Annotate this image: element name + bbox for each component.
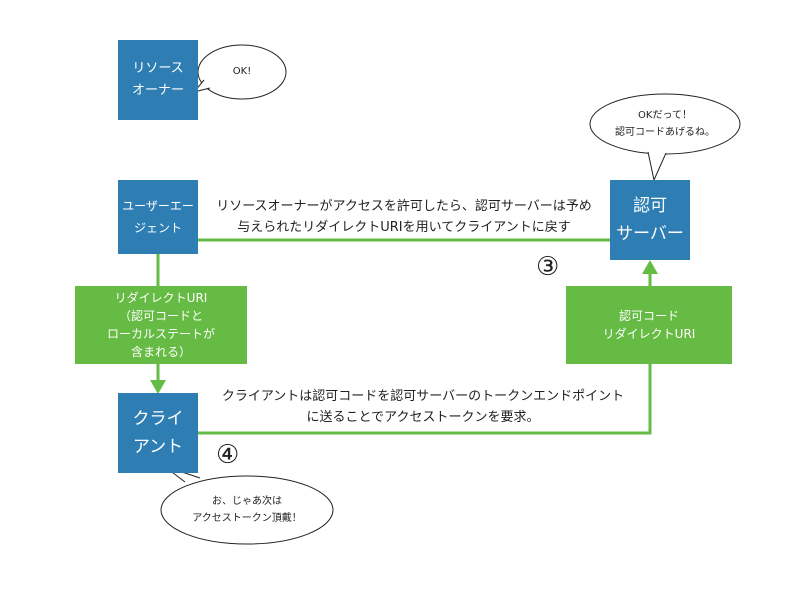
auth-server-box: 認可 サーバー xyxy=(610,180,690,260)
bubble-auth-server-text: OKだって！ 認可コードあげるね。 xyxy=(615,110,715,138)
redirect-message: リソースオーナーがアクセスを許可したら、認可サーバーは予め 与えられたリダイレク… xyxy=(216,199,592,235)
client-box: クライ アント xyxy=(118,393,198,473)
bubble-client-text: お、じゃあ次は アクセストークン頂戴！ xyxy=(192,496,302,524)
redirect-params-box: リダイレクトURI （認可コードと ローカルステートが 含まれる） xyxy=(75,286,247,364)
bubble-resource-owner-shape xyxy=(192,44,287,100)
step-3-marker: ③ xyxy=(536,252,560,282)
bubble-resource-owner-text: OK! xyxy=(232,66,252,77)
token-request-message: クライアントは認可コードを認可サーバーのトークンエンドポイント に送ることでアク… xyxy=(221,389,625,425)
token-request-params-box: 認可コード リダイレクトURI xyxy=(566,286,732,364)
bubble-client-shape xyxy=(160,465,334,545)
step-4-marker: ④ xyxy=(216,440,240,470)
token-request-arrowhead xyxy=(642,260,658,274)
resource-owner-box: リソース オーナー xyxy=(118,40,198,120)
redirect-arrowhead xyxy=(150,380,166,394)
user-agent-box: ユーザーエー ジェント xyxy=(118,180,198,254)
